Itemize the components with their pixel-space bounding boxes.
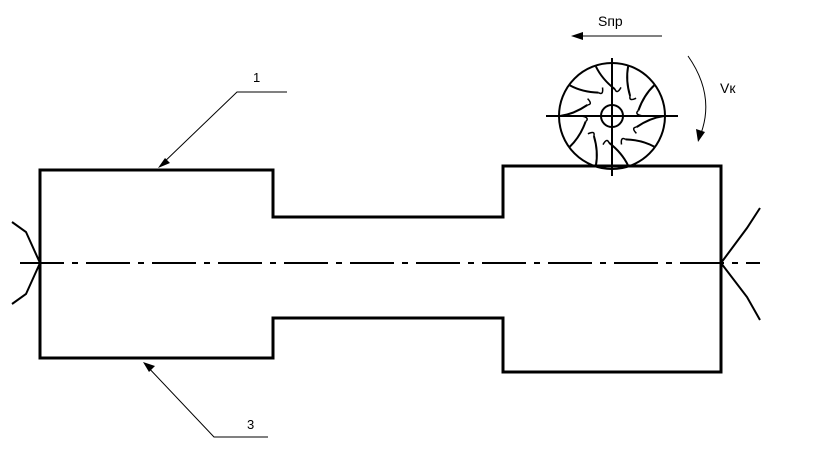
cutter-tooth bbox=[559, 104, 588, 117]
cutter-gullet bbox=[632, 126, 637, 134]
cutter-gullet bbox=[587, 131, 595, 137]
cutter-tooth bbox=[626, 66, 632, 97]
cutter-gullet bbox=[581, 115, 588, 123]
speed-label: Vк bbox=[720, 80, 736, 96]
cutter-tooth bbox=[636, 115, 665, 128]
cutter-gullet bbox=[602, 139, 610, 145]
cutter-gullet bbox=[636, 109, 643, 117]
cutter-gullet bbox=[629, 95, 637, 101]
cutter-tooth bbox=[592, 135, 598, 166]
feed-arrow bbox=[571, 32, 662, 40]
cutter-tooth bbox=[637, 84, 655, 111]
cutter-tooth bbox=[569, 121, 587, 148]
feed-label: Sпр bbox=[598, 13, 623, 29]
left-lathe-center bbox=[11, 221, 42, 305]
right-lathe-center bbox=[719, 207, 761, 321]
rotation-arrow bbox=[687, 55, 707, 142]
shaft-outline bbox=[38, 164, 723, 374]
callout-1-leader bbox=[158, 91, 287, 168]
cutter-tooth bbox=[625, 138, 655, 148]
cutter-tooth bbox=[569, 84, 599, 94]
cutter-gullet bbox=[620, 137, 626, 145]
cutter-gullet bbox=[598, 87, 604, 95]
milling-cutter bbox=[546, 58, 678, 176]
callout-1-label: 1 bbox=[253, 70, 260, 85]
callout-3-label: 3 bbox=[247, 417, 254, 432]
cutter-gullet bbox=[614, 87, 622, 93]
cutter-gullet bbox=[587, 98, 592, 106]
callout-3-leader bbox=[143, 362, 268, 438]
